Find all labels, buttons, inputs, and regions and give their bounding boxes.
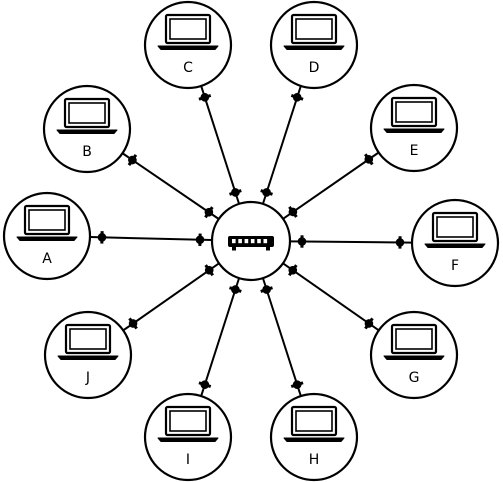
- connector-plug-icon: [288, 205, 298, 218]
- connector-plug-icon: [195, 233, 205, 246]
- node-label: A: [42, 251, 52, 267]
- connector-plug-icon: [204, 206, 214, 219]
- network-links: [89, 85, 413, 397]
- node-c: C: [143, 0, 233, 90]
- network-hub: [210, 200, 292, 282]
- connector-plug-icon: [204, 264, 214, 277]
- node-f: F: [410, 198, 500, 288]
- link-hub-j: [122, 262, 220, 332]
- node-label: H: [309, 452, 320, 468]
- connector-plug-icon: [97, 231, 107, 244]
- link-hub-b: [121, 152, 220, 220]
- node-label: C: [183, 60, 193, 76]
- node-g: G: [369, 310, 459, 400]
- link-hub-d: [261, 85, 302, 205]
- node-label: F: [451, 258, 459, 274]
- connector-plug-icon: [260, 188, 273, 197]
- node-label: E: [410, 143, 419, 159]
- connector-plug-icon: [260, 285, 273, 294]
- link-hub-f: [289, 240, 413, 244]
- link-hub-e: [282, 151, 380, 220]
- node-i: I: [143, 392, 233, 482]
- connector-plug-icon: [127, 154, 138, 166]
- connector-plug-icon: [229, 285, 242, 294]
- laptop-icon: [283, 13, 345, 50]
- connector-plug-icon: [128, 317, 138, 330]
- node-j: J: [43, 310, 133, 400]
- connector-plug-icon: [198, 380, 212, 389]
- connector-plug-icon: [290, 380, 304, 389]
- laptop-icon: [383, 323, 445, 360]
- laptop-icon: [424, 211, 486, 248]
- node-b: B: [42, 84, 132, 174]
- connector-plug-icon: [364, 153, 374, 166]
- connector-plug-icon: [198, 93, 212, 102]
- link-hub-h: [261, 277, 302, 397]
- link-hub-g: [282, 262, 380, 332]
- laptop-icon: [16, 204, 78, 241]
- link-hub-a: [89, 236, 213, 242]
- laptop-icon: [56, 97, 118, 134]
- laptop-icon: [157, 405, 219, 442]
- link-hub-c: [200, 85, 241, 205]
- laptop-icon: [157, 13, 219, 50]
- network-switch-icon: [228, 236, 274, 251]
- connector-plug-icon: [395, 236, 405, 249]
- link-hub-i: [200, 277, 241, 397]
- node-a: A: [2, 191, 92, 281]
- connector-plug-icon: [297, 235, 307, 248]
- node-label: B: [82, 144, 92, 160]
- node-d: D: [269, 0, 359, 90]
- connector-plug-icon: [364, 317, 374, 330]
- connector-plug-icon: [288, 264, 298, 277]
- node-label: I: [186, 452, 190, 468]
- node-h: H: [269, 392, 359, 482]
- node-label: G: [409, 370, 420, 386]
- laptop-icon: [283, 405, 345, 442]
- connector-plug-icon: [290, 93, 304, 102]
- node-label: D: [309, 60, 320, 76]
- connector-plug-icon: [229, 188, 242, 197]
- laptop-icon: [383, 96, 445, 133]
- laptop-icon: [57, 323, 119, 360]
- node-e: E: [369, 83, 459, 173]
- node-label: J: [85, 370, 90, 386]
